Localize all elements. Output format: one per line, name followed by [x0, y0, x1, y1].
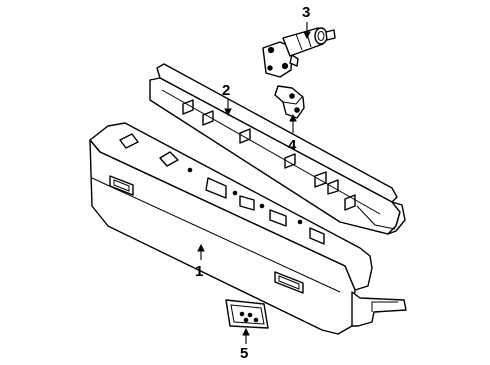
callout-4-label: 4 [288, 137, 297, 154]
callout-5-label: 5 [240, 345, 248, 360]
bumper-cover-part-1 [89, 122, 407, 335]
license-lamp-part-5 [225, 299, 269, 329]
impact-bar-part-2 [149, 63, 406, 235]
callout-2-label: 2 [222, 82, 230, 99]
callout-leaders [197, 22, 311, 344]
callout-3-label: 3 [302, 4, 310, 21]
callout-1-label: 1 [195, 263, 203, 280]
energy-absorber-part-3 [262, 27, 336, 78]
bracket-part-4 [274, 85, 305, 119]
